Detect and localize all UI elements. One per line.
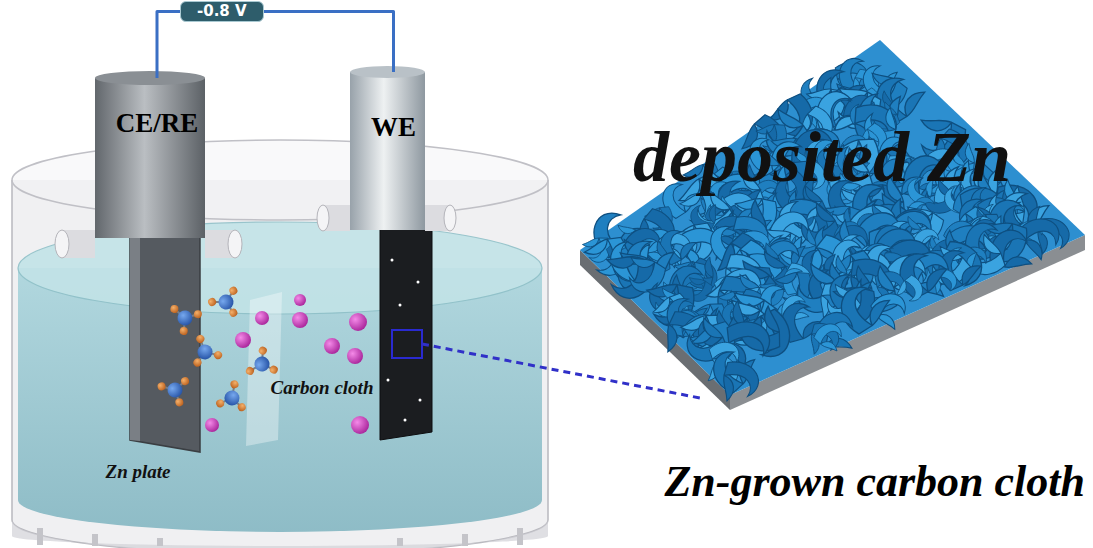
beaker-base xyxy=(12,520,548,548)
ions-part xyxy=(211,379,248,419)
working-electrode-holder xyxy=(317,66,456,231)
ions-part xyxy=(157,375,195,410)
beaker-base-part xyxy=(397,538,403,546)
counter-electrode-holder-part xyxy=(95,78,205,238)
carbon-cloth-part xyxy=(404,419,407,422)
beaker-base-part xyxy=(12,520,548,548)
ions-part xyxy=(166,304,202,337)
working-electrode-holder-part xyxy=(444,205,456,231)
counter-reference-electrode: CE/RE xyxy=(92,78,222,228)
beaker-part xyxy=(12,180,548,548)
caption: Zn-grown carbon cloth xyxy=(664,458,1085,506)
beaker-base-part xyxy=(157,538,163,546)
node-text: CE/RE xyxy=(92,108,222,139)
ions-part xyxy=(182,333,225,375)
carbon-cloth-part xyxy=(380,222,432,440)
ions-part xyxy=(292,312,308,328)
carbon-cloth-part xyxy=(399,304,402,307)
zn-flake xyxy=(812,321,843,351)
beaker-base-part xyxy=(92,534,98,546)
node-text: WE xyxy=(350,112,437,143)
node-text: -0.8 V xyxy=(197,3,247,20)
counter-electrode-holder xyxy=(55,71,242,258)
ions xyxy=(157,284,369,434)
zoom-leader xyxy=(422,344,700,398)
carbon-cloth xyxy=(380,222,432,440)
ions-part xyxy=(255,311,269,325)
panel-label: deposited Zn xyxy=(633,118,1011,197)
beaker-base-part xyxy=(37,528,43,545)
substrate-slab-part xyxy=(730,235,1085,410)
beaker-part xyxy=(12,140,548,220)
ions-part xyxy=(207,284,249,324)
counter-electrode-holder-part xyxy=(228,230,242,258)
ions-part xyxy=(347,348,363,364)
substrate-slab xyxy=(580,40,1085,410)
beaker xyxy=(12,140,548,548)
wire-connector xyxy=(264,12,394,72)
beaker-base-part xyxy=(517,528,523,545)
ions-part xyxy=(351,416,369,434)
zn-flakes xyxy=(582,52,1074,402)
working-electrode-holder-part xyxy=(317,205,329,231)
wire-connector xyxy=(157,12,180,78)
ions-part xyxy=(324,338,340,354)
carbon-cloth-part xyxy=(387,379,390,382)
electrode-label: Zn plate xyxy=(106,462,171,483)
ions-part xyxy=(349,313,367,331)
ions-part xyxy=(205,418,219,432)
carbon-cloth-part xyxy=(391,259,394,262)
working-electrode-holder-part xyxy=(350,72,425,230)
carbon-cloth-part xyxy=(392,330,422,358)
working-electrode-holder-part xyxy=(350,66,425,78)
carbon-cloth-part xyxy=(417,281,420,284)
electrolyte xyxy=(18,222,542,532)
voltage-box: -0.8 V xyxy=(180,1,264,22)
beaker-base-part xyxy=(462,534,468,546)
electrode-label: Carbon cloth xyxy=(271,378,374,399)
carbon-cloth-part xyxy=(419,399,422,402)
working-electrode: WE xyxy=(350,72,437,222)
electrolyte-part xyxy=(18,268,542,532)
substrate-slab-part xyxy=(580,40,1085,395)
counter-electrode-holder-part xyxy=(55,230,69,258)
zn-flake xyxy=(717,356,762,403)
counter-electrode-holder-part xyxy=(95,71,205,85)
ions-part xyxy=(294,294,306,306)
ions-part xyxy=(235,332,251,348)
